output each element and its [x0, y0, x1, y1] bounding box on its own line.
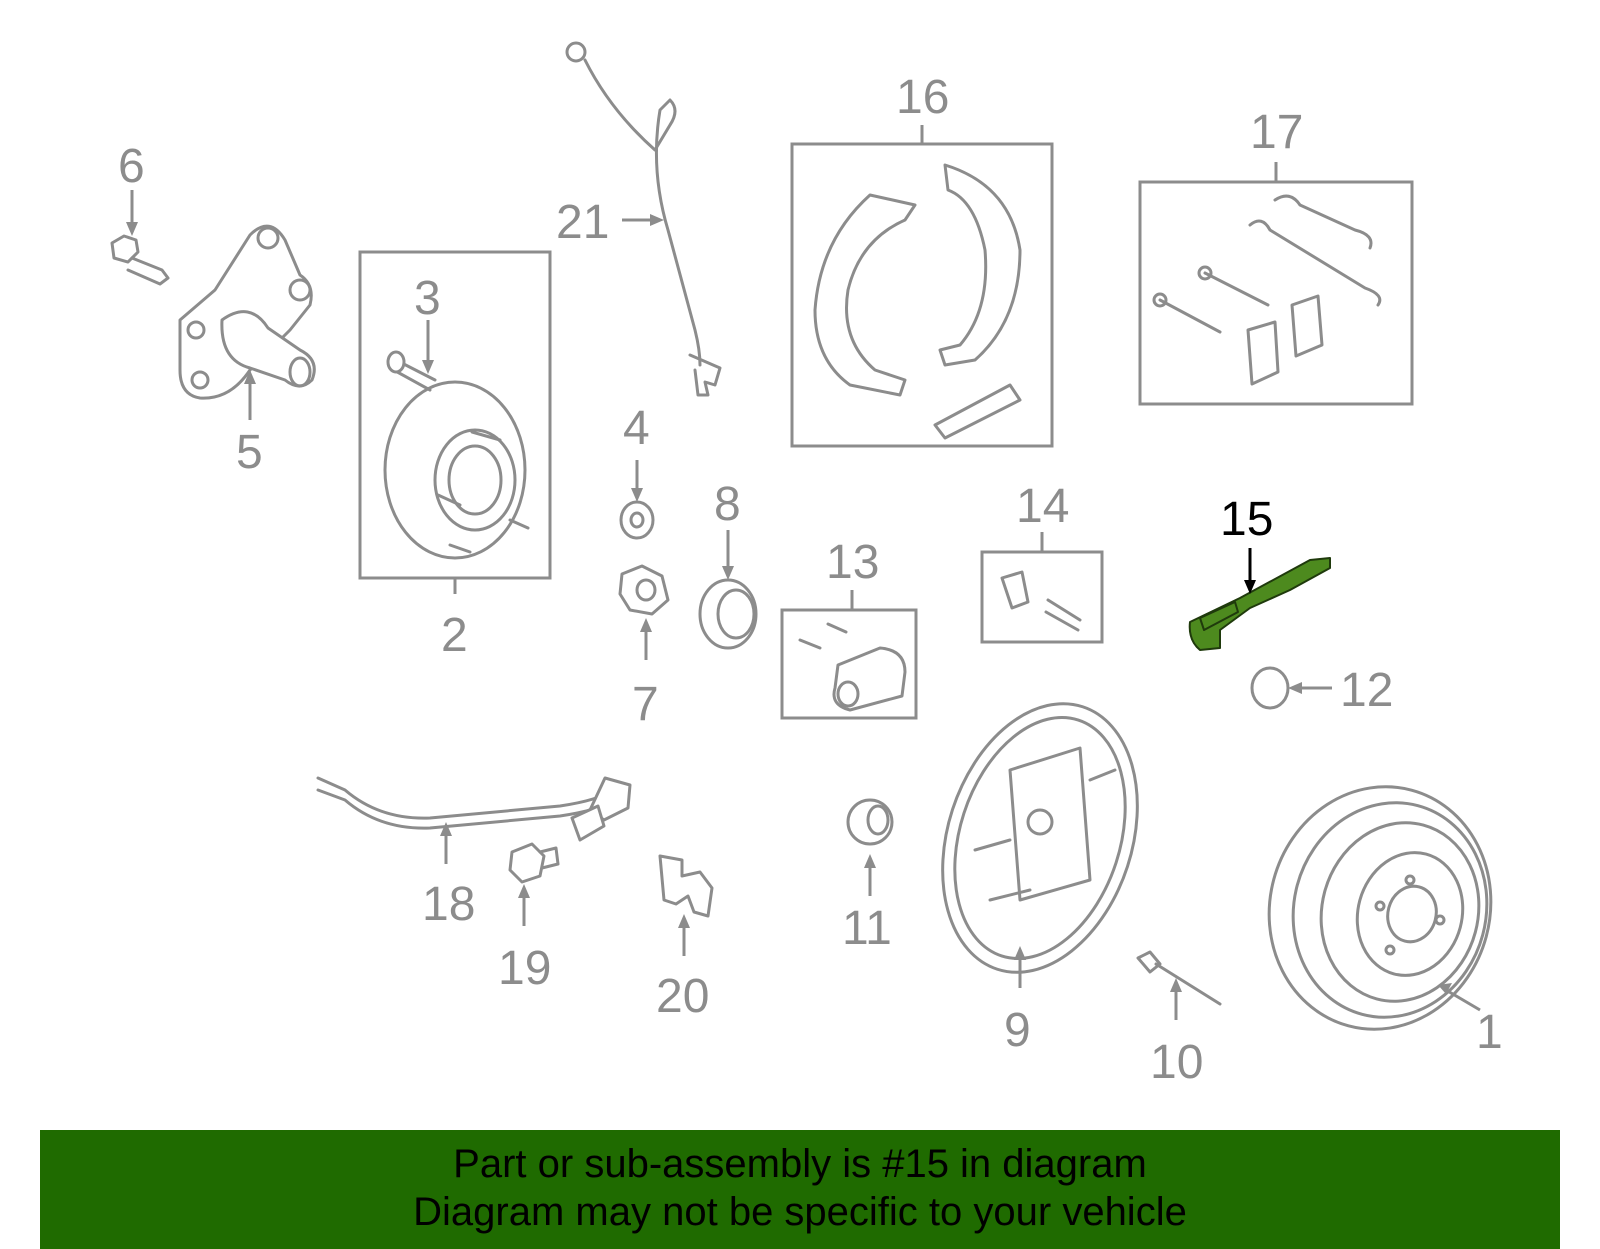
callout-4[interactable]: 4	[623, 402, 650, 455]
callout-11[interactable]: 11	[842, 902, 892, 955]
callout-2[interactable]: 2	[441, 609, 468, 662]
part-7-nut: 7	[618, 564, 670, 731]
part-14-bleeder-kit: 14	[980, 480, 1104, 644]
callout-21[interactable]: 21	[556, 196, 609, 249]
callout-19[interactable]: 19	[498, 942, 551, 995]
part-16-brake-shoes: 16	[790, 71, 1054, 448]
callout-9[interactable]: 9	[1004, 1004, 1031, 1057]
part-15-adjuster[interactable]: 15	[1188, 493, 1331, 651]
callout-3[interactable]: 3	[414, 272, 441, 325]
callout-6[interactable]: 6	[118, 140, 145, 193]
part-2-hub-assembly: 3 2	[358, 250, 552, 662]
callout-17[interactable]: 17	[1250, 106, 1303, 159]
part-5-spindle: 5	[178, 224, 316, 479]
part-21-abs-sensor: 21	[556, 41, 722, 397]
box-14	[980, 550, 1104, 644]
callout-15[interactable]: 15	[1220, 493, 1273, 546]
part-13-wheel-cylinder: 13	[780, 536, 918, 720]
callout-10[interactable]: 10	[1150, 1036, 1203, 1089]
part-9-backing-plate: 9	[941, 702, 1139, 1057]
callout-20[interactable]: 20	[656, 970, 709, 1023]
callout-7[interactable]: 7	[632, 678, 659, 731]
part-10-bleeder: 10	[1136, 950, 1222, 1089]
box-13	[780, 608, 918, 720]
info-banner: Part or sub-assembly is #15 in diagram D…	[40, 1130, 1560, 1249]
banner-line-1: Part or sub-assembly is #15 in diagram	[453, 1142, 1147, 1186]
callout-16[interactable]: 16	[896, 71, 949, 124]
callout-12[interactable]: 12	[1340, 664, 1393, 717]
part-8-dust-cap: 8	[698, 478, 758, 650]
part-11-plug: 11	[842, 798, 894, 955]
part-18-brake-hose: 18	[316, 776, 632, 931]
part-19-fitting: 19	[498, 842, 560, 995]
callout-5[interactable]: 5	[236, 426, 263, 479]
callout-14[interactable]: 14	[1016, 480, 1069, 533]
part-6-bolt: 6	[110, 140, 170, 286]
callout-8[interactable]: 8	[714, 478, 741, 531]
part-17-hardware-kit: 17	[1138, 106, 1414, 406]
callout-18[interactable]: 18	[422, 878, 475, 931]
banner-line-2: Diagram may not be specific to your vehi…	[413, 1190, 1187, 1234]
part-4-washer: 4	[619, 402, 655, 540]
part-1-brake-drum: 1	[1267, 785, 1503, 1059]
part-20-clip: 20	[656, 854, 714, 1023]
callout-13[interactable]: 13	[826, 536, 879, 589]
callout-1[interactable]: 1	[1476, 1006, 1503, 1059]
part-12-grommet: 12	[1250, 664, 1393, 717]
